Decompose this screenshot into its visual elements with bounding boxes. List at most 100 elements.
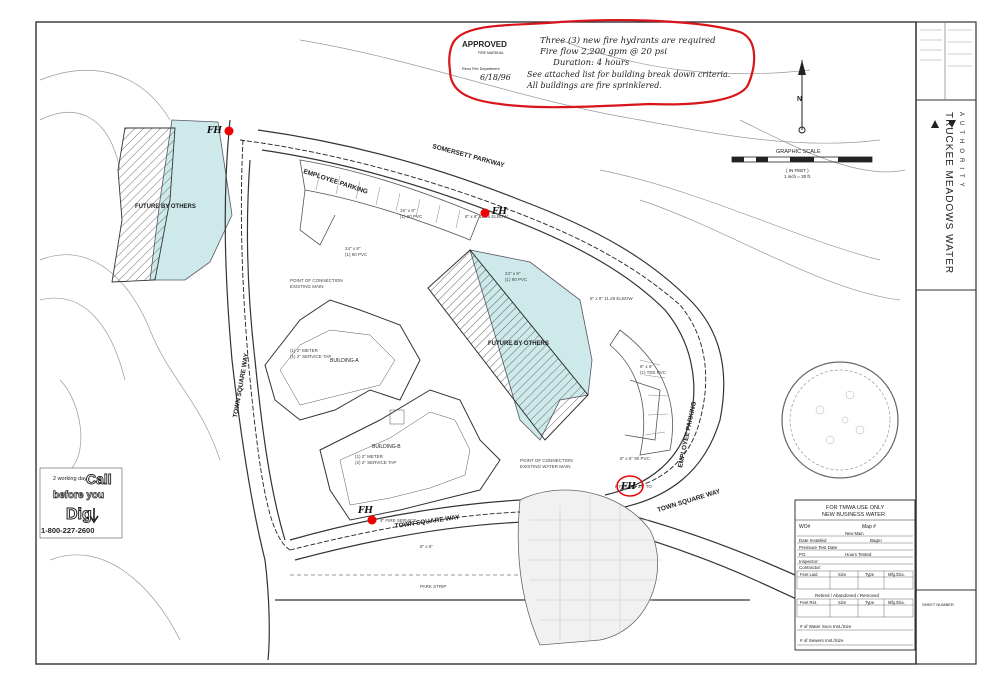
call-word: Call xyxy=(86,471,112,487)
tmwa-date-installed: Date Installed xyxy=(799,538,827,543)
svg-text:8" x 6" 90 PVC: 8" x 6" 90 PVC xyxy=(620,456,650,461)
svg-text:8" x 6": 8" x 6" xyxy=(640,364,653,369)
building-b-outline xyxy=(319,389,501,521)
svg-text:8" x 8" 11.25 ELBOW: 8" x 8" 11.25 ELBOW xyxy=(590,296,633,301)
title-block-border xyxy=(915,21,977,665)
future-building-center xyxy=(427,249,589,441)
tmwa-logo-icon xyxy=(931,120,956,128)
sheet-number-label: SHEET NUMBER xyxy=(922,602,954,607)
tmwa-form: FOR TMWA USE ONLY NEW BUSINESS WATER WO#… xyxy=(794,499,916,651)
future-by-others-label-west: FUTURE BY OTHERS xyxy=(135,204,196,210)
svg-text:8" x 6": 8" x 6" xyxy=(420,544,433,549)
call-before-you-dig: 2 working days Call before you Dig 1-800… xyxy=(39,467,123,539)
svg-text:(1) 2" METER: (1) 2" METER xyxy=(355,454,384,459)
tmwa-hours-tested: Hours Tested xyxy=(845,552,872,557)
svg-text:EXISTING WATER MAIN: EXISTING WATER MAIN xyxy=(520,464,571,469)
graphic-scale: GRAPHIC SCALE ( IN FEET ) 1 inch = 30 ft… xyxy=(731,149,873,179)
building-b-label: BUILDING-B xyxy=(372,444,401,450)
hydrant-label: FH xyxy=(357,506,373,516)
graphic-scale-ratio: 1 inch = 30 ft. xyxy=(784,174,811,179)
approval-note-line-3: Duration: 4 hours xyxy=(552,58,630,68)
north-arrow-icon xyxy=(798,60,806,75)
tmwa-new-main: New Main xyxy=(845,531,864,536)
tmwa-col-type: Type xyxy=(865,572,875,577)
tmwa-sewer-services: # of Sewers Inst./Size xyxy=(800,638,844,643)
approval-note-line-1: Three (3) new fire hydrants are required xyxy=(540,35,716,46)
svg-text:(1) 90 PVC: (1) 90 PVC xyxy=(345,252,368,257)
tmwa-col-mfg: Mfg./Dia. xyxy=(888,572,905,577)
svg-text:24" x 8": 24" x 8" xyxy=(345,246,361,251)
building-a-outline xyxy=(264,299,421,421)
svg-text:HYDRANT 24" TO: HYDRANT 24" TO xyxy=(615,484,652,489)
tmwa-pressure-test: Pressure Test Date xyxy=(799,545,838,550)
street-label-town-square-east: TOWN SQUARE WAY xyxy=(657,488,722,514)
graphic-scale-title: GRAPHIC SCALE xyxy=(776,149,821,155)
tmwa-col2-mfg: Mfg./Dia. xyxy=(888,600,905,605)
hydrant-label: FH xyxy=(491,207,507,217)
tmwa-col2-feet-ret: Feet Ret. xyxy=(800,600,817,605)
svg-text:(1) 2" METER: (1) 2" METER xyxy=(290,348,319,353)
svg-text:(1) TEE PVC: (1) TEE PVC xyxy=(640,370,667,375)
svg-text:(1) 90 PVC: (1) 90 PVC xyxy=(505,277,528,282)
building-a-label: BUILDING-A xyxy=(330,358,359,364)
traffic-circle xyxy=(781,361,899,479)
tmwa-retired-label: Retired / Abandoned / Removed xyxy=(815,593,880,598)
company-subtitle: AUTHORITY xyxy=(958,112,964,192)
north-arrow: N xyxy=(797,60,806,134)
svg-text:POINT OF CONNECTION: POINT OF CONNECTION xyxy=(290,278,343,283)
tmwa-water-services: # of Water Svcs Inst./Size xyxy=(800,624,852,629)
tmwa-col2-type: Type xyxy=(865,600,875,605)
tmwa-map-field: Map # xyxy=(862,524,876,530)
hydrant-marker-icon xyxy=(480,208,490,218)
tmwa-col-feet-laid: Feet Laid xyxy=(800,572,818,577)
svg-text:(1) 90 PVC: (1) 90 PVC xyxy=(400,214,423,219)
hydrant-3: FH xyxy=(357,506,377,525)
fire-marshal-label: FIRE MARSHAL xyxy=(478,51,504,55)
svg-text:POINT OF CONNECTION: POINT OF CONNECTION xyxy=(520,458,573,463)
call-phone-number: 1-800-227-2600 xyxy=(41,526,94,535)
terrain-contours xyxy=(39,39,906,641)
future-building-west xyxy=(111,127,176,283)
utility-notes: 15" x 8"(1) 90 PVC 8" x 8" 11.25 ELBOW 2… xyxy=(290,208,667,589)
approval-note-line-4: See attached list for building break dow… xyxy=(527,70,730,79)
approval-date: 6/18/96 xyxy=(480,73,511,82)
svg-text:(1) 2" SERVICE TAP: (1) 2" SERVICE TAP xyxy=(290,354,331,359)
call-dig: Dig xyxy=(66,506,92,523)
svg-text:15" x 8": 15" x 8" xyxy=(400,208,416,213)
hydrant-2: FH xyxy=(480,207,507,218)
approval-note-line-2: Fire flow 2,200 gpm @ 20 psi xyxy=(539,47,667,57)
svg-text:(2) 2" SERVICE TAP: (2) 2" SERVICE TAP xyxy=(355,460,396,465)
tmwa-size-unit: Bagm xyxy=(870,538,882,543)
tmwa-wo-field: WO# xyxy=(799,524,811,530)
hydrant-label: FH xyxy=(206,126,222,136)
tmwa-form-header-2: NEW BUSINESS WATER xyxy=(822,512,885,518)
call-before-you: before you xyxy=(53,490,104,501)
revision-lines xyxy=(920,29,972,67)
approved-stamp: APPROVED xyxy=(462,40,507,49)
hydrant-marker-icon xyxy=(367,515,377,525)
street-label-town-square-south: TOWN SQUARE WAY xyxy=(394,514,460,530)
hydrant-1: FH xyxy=(206,126,234,136)
svg-text:PARK STRIP: PARK STRIP xyxy=(420,584,446,589)
tmwa-col2-size: Size xyxy=(838,600,847,605)
hydrant-circle-mark xyxy=(616,475,644,497)
parking-lots xyxy=(299,159,673,456)
fire-department-label: Reno Fire Department xyxy=(462,67,501,71)
svg-text:EXISTING MAIN: EXISTING MAIN xyxy=(290,284,324,289)
north-label: N xyxy=(797,96,802,103)
tmwa-inspector: Inspector: xyxy=(799,559,819,564)
title-block: TRUCKEE MEADOWS WATER AUTHORITY SHEET NU… xyxy=(922,112,964,607)
tmwa-contractor: Contractor: xyxy=(799,565,821,570)
svg-text:24" x 8": 24" x 8" xyxy=(505,271,521,276)
tmwa-col-size: Size xyxy=(838,572,847,577)
approval-note: APPROVED FIRE MARSHAL Reno Fire Departme… xyxy=(448,19,756,109)
hydrant-marker-icon xyxy=(224,126,234,136)
street-label-somersett: SOMERSETT PARKWAY xyxy=(431,143,505,169)
future-by-others-label-center: FUTURE BY OTHERS xyxy=(488,341,549,347)
hydrant-label: FH xyxy=(620,482,636,492)
company-name: TRUCKEE MEADOWS WATER xyxy=(943,112,954,274)
hydrant-4: FH xyxy=(616,475,644,497)
water-lines xyxy=(239,139,707,551)
